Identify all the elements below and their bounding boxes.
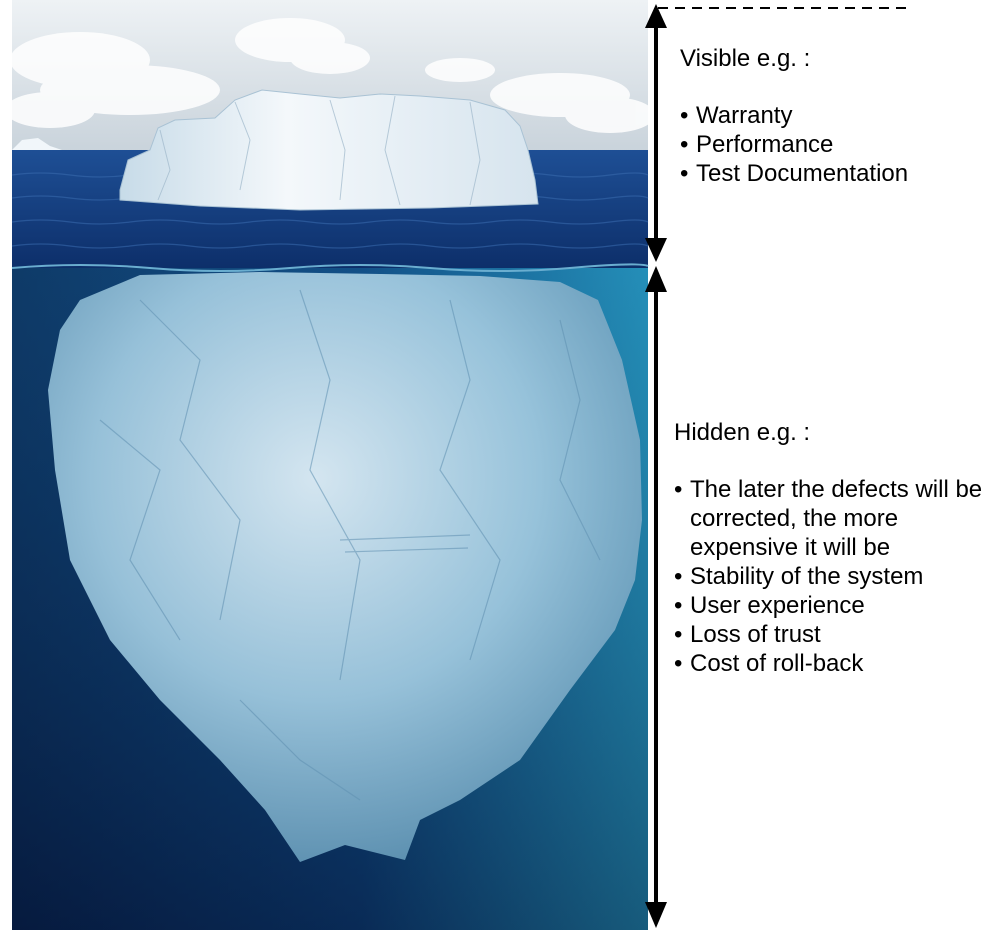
- hidden-examples: Hidden e.g. : The later the defects will…: [674, 418, 986, 678]
- list-item: Loss of trust: [674, 620, 986, 649]
- iceberg-submerged: [48, 272, 642, 862]
- waterline: [11, 263, 649, 272]
- distant-iceberg: [12, 138, 62, 150]
- list-item: Test Documentation: [680, 159, 980, 188]
- list-item: Cost of roll-back: [674, 649, 986, 678]
- clouds: [5, 18, 655, 133]
- visible-range-arrow: [645, 4, 667, 262]
- hidden-heading: Hidden e.g. :: [674, 419, 811, 446]
- list-item: Warranty: [680, 101, 980, 130]
- iceberg-tip: [119, 89, 539, 211]
- iceberg-submerged-texture: [99, 289, 601, 801]
- visible-heading: Visible e.g. :: [680, 45, 811, 72]
- iceberg-tip-shading: [157, 95, 481, 206]
- list-item: Performance: [680, 130, 980, 159]
- hidden-range-arrow: [645, 266, 667, 928]
- list-item: Stability of the system: [674, 562, 986, 591]
- list-item: The later the defects will be corrected,…: [674, 475, 986, 562]
- hidden-list: The later the defects will be corrected,…: [674, 475, 986, 678]
- list-item: User experience: [674, 591, 986, 620]
- visible-list: Warranty Performance Test Documentation: [680, 101, 980, 188]
- visible-examples: Visible e.g. : Warranty Performance Test…: [680, 44, 980, 188]
